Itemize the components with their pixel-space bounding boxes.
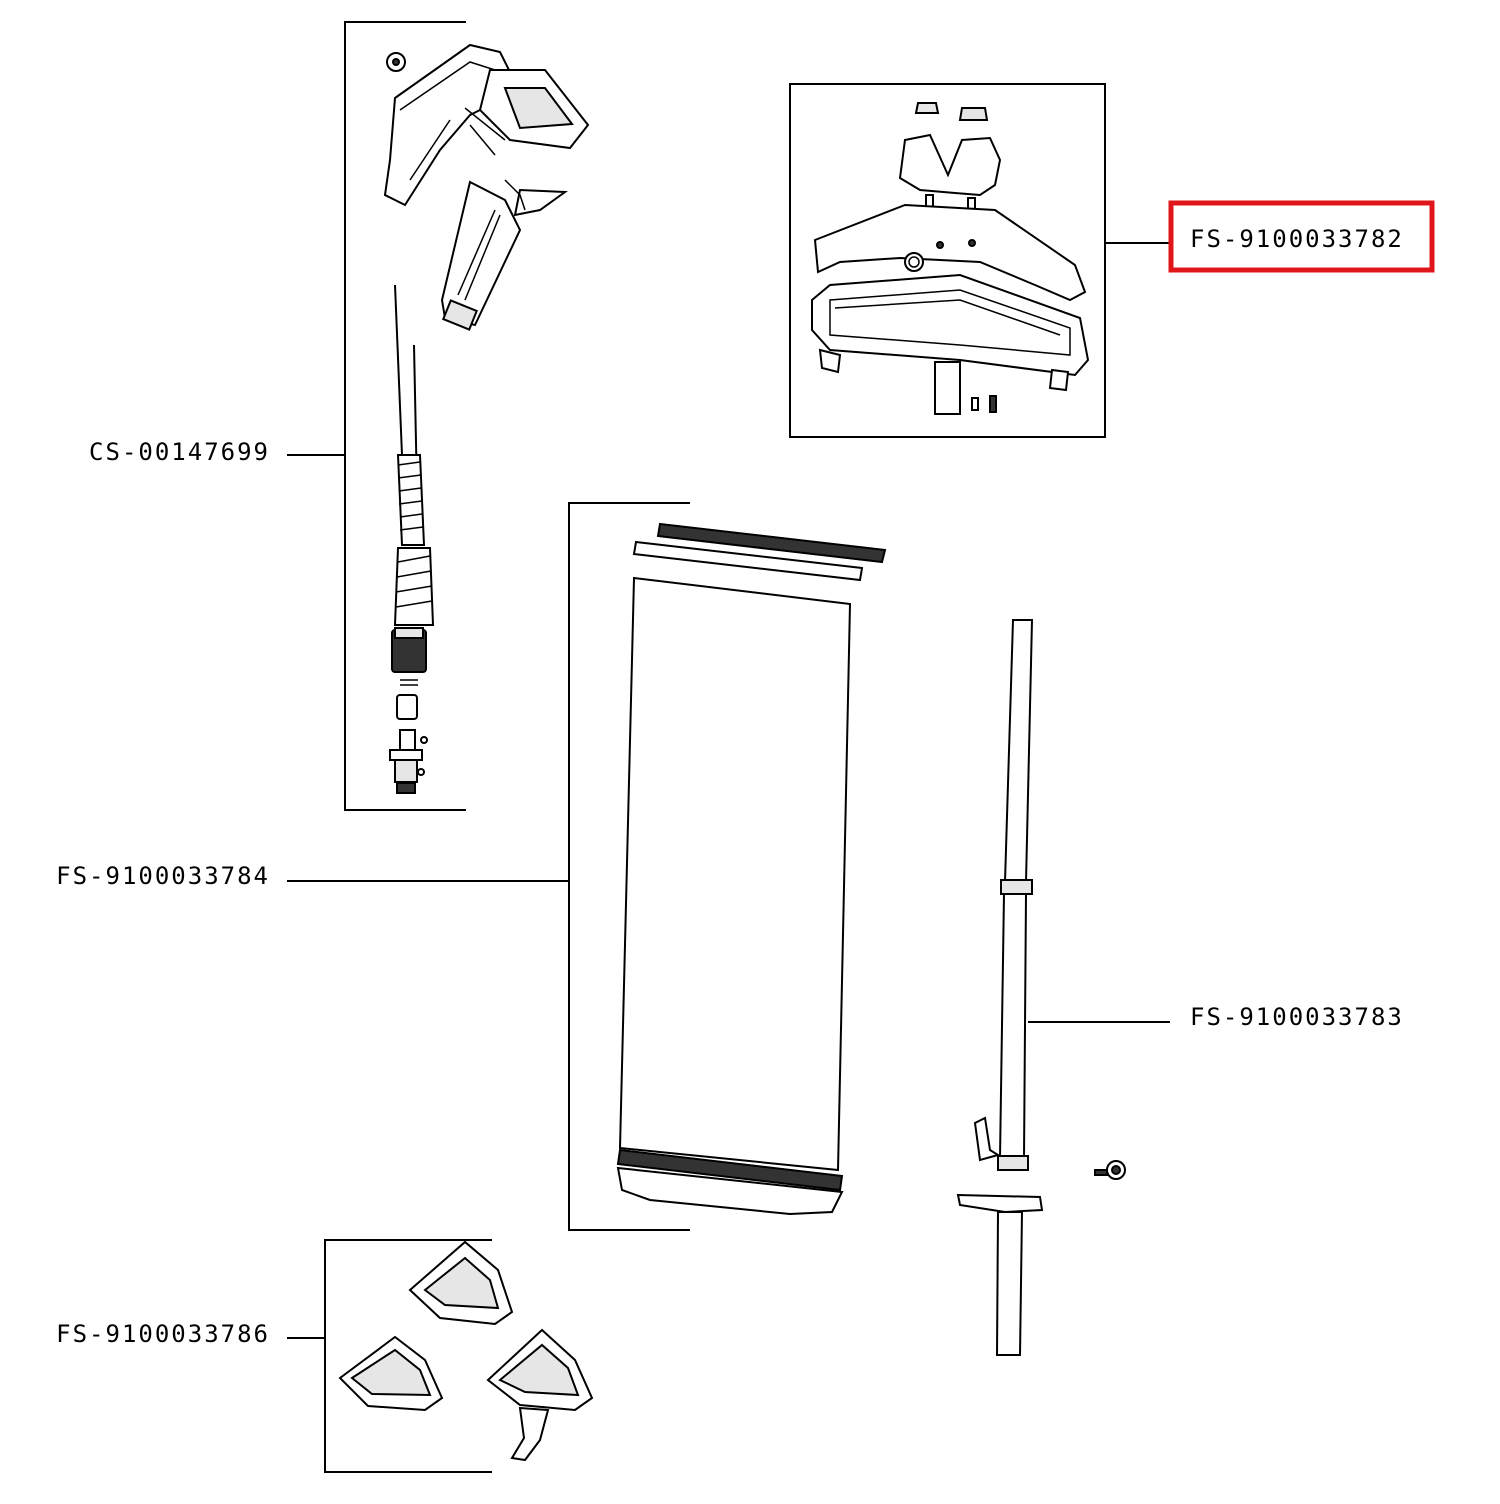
part-label-cs-00147699[interactable]: CS-00147699: [89, 438, 270, 466]
highlight-box: [1168, 200, 1435, 273]
telescopic-pole-icon: [956, 619, 1170, 1356]
part-label-fs-9100033784[interactable]: FS-9100033784: [56, 862, 270, 890]
creasing-board-icon: [287, 502, 887, 1231]
accessory-brushes-icon: [287, 1239, 594, 1473]
steam-handle-hose-icon: [287, 21, 590, 811]
hanger-head-icon: [789, 83, 1170, 438]
part-label-fs-9100033786[interactable]: FS-9100033786: [56, 1320, 270, 1348]
part-label-fs-9100033783[interactable]: FS-9100033783: [1190, 1003, 1404, 1031]
part-label-fs-9100033782[interactable]: FS-9100033782: [1190, 225, 1404, 253]
